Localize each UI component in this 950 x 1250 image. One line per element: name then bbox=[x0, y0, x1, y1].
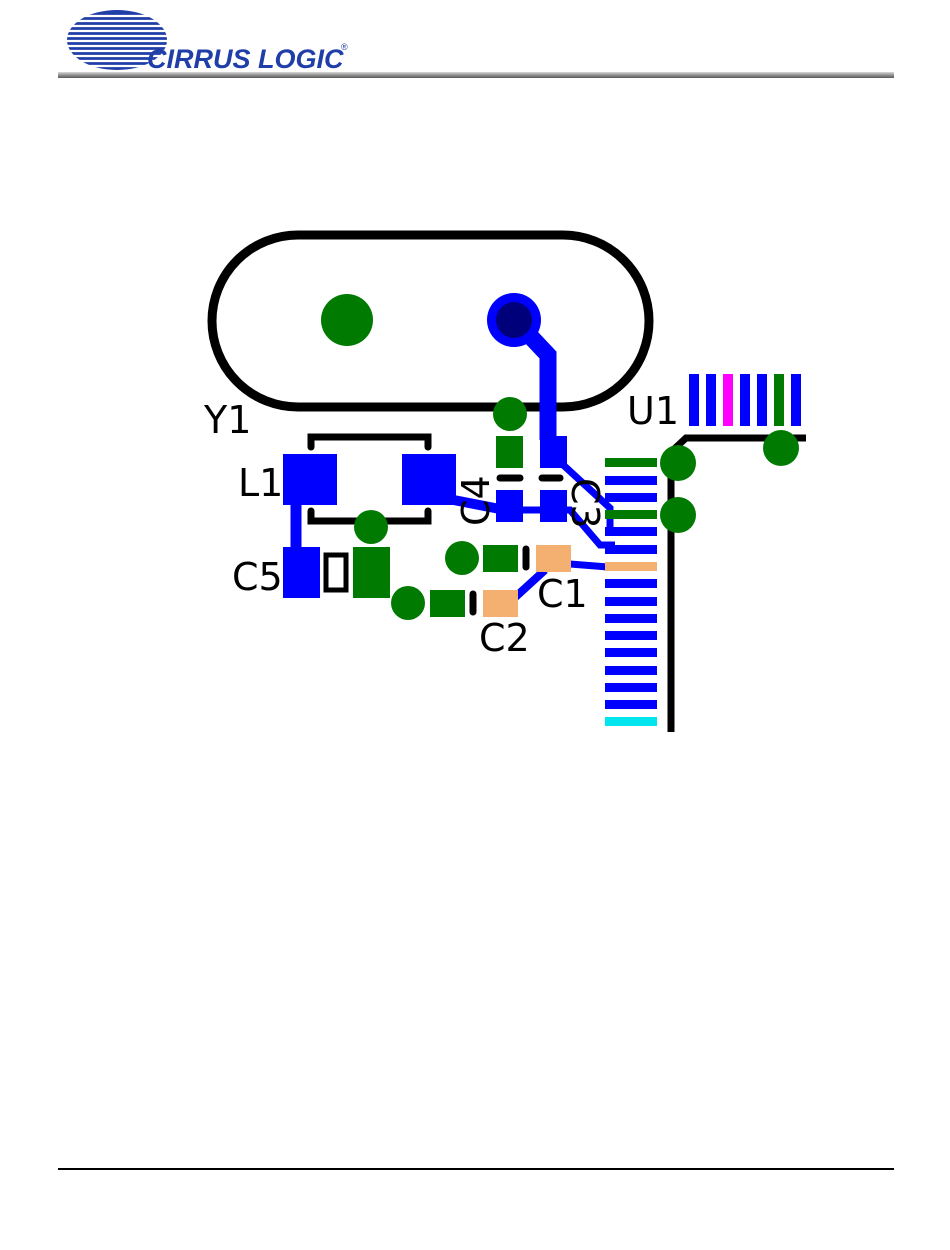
u1-pin bbox=[605, 683, 657, 692]
u1-pin bbox=[605, 631, 657, 640]
u1-top-pins bbox=[689, 374, 801, 426]
c1-pad-left bbox=[483, 545, 518, 572]
label-l1: L1 bbox=[238, 461, 283, 505]
label-u1: U1 bbox=[627, 389, 679, 433]
l1-outline-top bbox=[311, 437, 428, 447]
label-c1: C1 bbox=[537, 572, 588, 616]
c4-pad-bottom bbox=[496, 490, 523, 522]
c3-pad-top bbox=[540, 436, 567, 468]
u1-pin bbox=[723, 374, 733, 426]
label-c2: C2 bbox=[479, 616, 530, 660]
l1-pad-left bbox=[283, 454, 337, 505]
u1-pin bbox=[757, 374, 767, 426]
u1-left-pins bbox=[605, 458, 657, 726]
u1-pin bbox=[740, 374, 750, 426]
u1-pin bbox=[605, 510, 657, 519]
u1-pin bbox=[605, 579, 657, 588]
trace-c1-to-u1 bbox=[570, 564, 608, 567]
via-l1 bbox=[354, 510, 388, 544]
label-c4: C4 bbox=[454, 475, 498, 526]
u1-pin bbox=[605, 476, 657, 485]
u1-pin bbox=[605, 614, 657, 623]
label-y1: Y1 bbox=[203, 398, 251, 442]
label-c5: C5 bbox=[232, 555, 283, 599]
u1-pin bbox=[774, 374, 784, 426]
c5-pad-left bbox=[283, 547, 320, 598]
c2-pad-right bbox=[483, 590, 518, 617]
u1-pin bbox=[605, 700, 657, 709]
y1-pad-right-core bbox=[496, 302, 532, 338]
footer-rule bbox=[58, 1168, 894, 1170]
u1-pin bbox=[706, 374, 716, 426]
u1-pin bbox=[605, 648, 657, 657]
l1-pad-right bbox=[402, 454, 456, 505]
c5-outline bbox=[326, 555, 346, 590]
u1-pin bbox=[605, 666, 657, 675]
u1-pin bbox=[605, 527, 657, 536]
u1-pin bbox=[689, 374, 699, 426]
via-c4 bbox=[493, 397, 527, 431]
u1-pin bbox=[605, 717, 657, 726]
via-u1-b bbox=[660, 497, 696, 533]
via-c2 bbox=[391, 586, 425, 620]
label-c3: C3 bbox=[563, 478, 607, 529]
c5-pad-right bbox=[353, 547, 390, 598]
u1-pin bbox=[605, 597, 657, 606]
c2-pad-left bbox=[430, 590, 465, 617]
c1-pad-right bbox=[536, 545, 571, 572]
c3-pad-bottom bbox=[540, 490, 567, 522]
via-c1 bbox=[445, 541, 479, 575]
u1-pin bbox=[605, 493, 657, 502]
u1-pin bbox=[605, 545, 657, 554]
via-u1-a bbox=[660, 445, 696, 481]
u1-pin bbox=[791, 374, 801, 426]
u1-pin bbox=[605, 562, 657, 571]
y1-pad-left bbox=[321, 294, 373, 346]
y1-crystal-outline bbox=[212, 235, 649, 407]
u1-outline bbox=[671, 438, 806, 732]
via-u1-c bbox=[763, 430, 799, 466]
c4-pad-top bbox=[496, 436, 523, 468]
u1-pin bbox=[605, 458, 657, 467]
